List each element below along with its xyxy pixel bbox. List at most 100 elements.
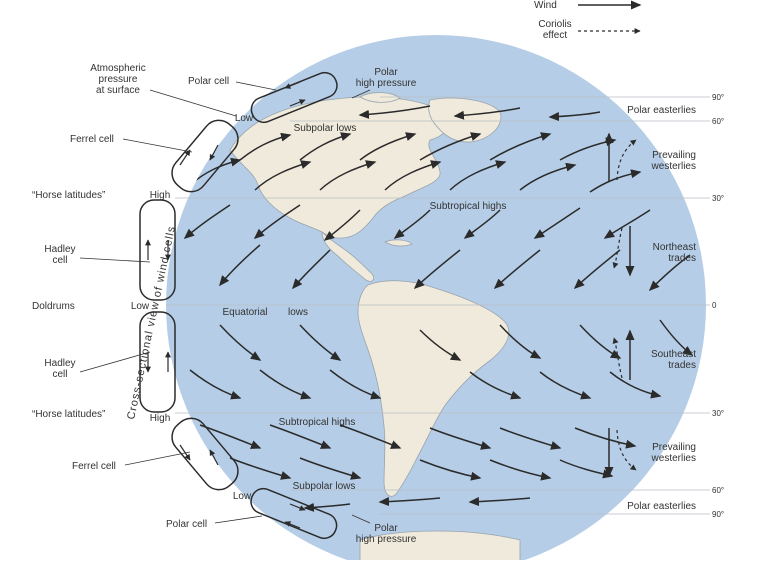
wind-arrow-s-westerly <box>489 459 552 481</box>
low-equator-label: Low <box>131 301 150 312</box>
wind-arrow-s-polar-easterly <box>378 497 441 507</box>
wind-arrow-s-westerly <box>499 427 562 450</box>
wind-arrow-se-trade <box>609 371 662 399</box>
wind-arrow-ne-trade <box>573 249 621 290</box>
wind-arrow-ne-trade <box>292 249 331 290</box>
wind-arrow-ne-trade <box>463 209 501 239</box>
wind-arrow-ne-trade <box>253 204 301 239</box>
belt-indicator-arrows <box>604 132 637 478</box>
wind-arrow-westerly <box>239 132 292 161</box>
wind-arrow-s-westerly <box>419 459 482 481</box>
wind-arrow-se-trade <box>469 371 522 400</box>
doldrums-label: Doldrums <box>32 301 75 312</box>
wind-arrow-s-westerly <box>269 424 332 449</box>
wind-arrow-s-westerly <box>574 427 637 449</box>
equatorial-label: Equatorial <box>222 307 267 318</box>
polar-high-leader-bottom <box>351 514 371 524</box>
high-top-label: High <box>150 190 171 201</box>
wind-arrow-ne-trade <box>533 207 581 239</box>
wind-arrow-westerly <box>519 162 577 191</box>
subpolar-lows-top-label: Subpolar lows <box>294 123 357 134</box>
lat-label-s90: 90° <box>712 510 724 519</box>
polar-easterlies-s-label: Polar easterlies <box>627 501 696 512</box>
wind-arrow-s-westerly <box>229 457 292 480</box>
westerlies-n-coriolis-arrow <box>616 139 637 181</box>
wind-arrow-westerly <box>384 160 442 191</box>
central-america-landmass <box>321 231 374 282</box>
latitude-labels: 90° 60° 30° 0 30° 60° 90° <box>712 93 724 519</box>
wind-arrow-se-trade <box>419 329 462 361</box>
wind-arrow-se-trade <box>659 319 694 356</box>
wind-arrows <box>183 105 694 512</box>
wind-arrow-polar-easterly <box>548 111 601 122</box>
wind-arrow-se-trade <box>299 324 342 361</box>
wind-arrow-ne-trade <box>493 249 541 290</box>
horse-latitudes-bottom-label: “Horse latitudes” <box>32 409 105 420</box>
wind-arrow-se-trade <box>499 324 542 359</box>
wind-arrow-ne-trade <box>393 209 431 239</box>
caribbean-island <box>384 239 413 247</box>
latitude-lines <box>166 96 710 515</box>
legend-wind-label: Wind <box>534 0 557 11</box>
hadley-cell-top-loop <box>139 199 176 301</box>
subtropical-highs-bottom-label: Subtropical highs <box>279 417 356 428</box>
polar-high-leader-top <box>351 89 371 99</box>
ferrel-cell-bottom-label: Ferrel cell <box>72 461 116 472</box>
lat-label-n90: 90° <box>712 93 724 102</box>
wind-arrow-polar-easterly <box>358 105 431 119</box>
wind-arrow-s-westerly <box>299 457 362 480</box>
wind-arrow-se-trade <box>579 324 622 359</box>
polar-cell-top-label: Polar cell <box>188 76 229 87</box>
polar-easterlies-n-label: Polar easterlies <box>627 105 696 116</box>
antarctica-landmass <box>359 530 521 565</box>
wind-arrow-s-westerly <box>429 427 492 450</box>
wind-arrow-polar-easterly <box>453 107 521 120</box>
low-bottom-label: Low <box>233 491 252 502</box>
subpolar-lows-bottom-label: Subpolar lows <box>293 481 356 492</box>
ferrel-cell-top-label: Ferrel cell <box>70 134 114 145</box>
wind-arrow-se-trade <box>539 371 592 400</box>
cell-pressure-labels: Low High Low High Low <box>131 113 254 502</box>
wind-arrow-ne-trade <box>219 244 261 287</box>
wind-arrow-westerly <box>299 132 352 161</box>
wind-arrow-s-polar-easterly <box>303 502 351 512</box>
wind-arrow-se-trade <box>219 324 262 361</box>
low-top-label: Low <box>235 113 254 124</box>
polar-cell-bottom-label: Polar cell <box>166 519 207 530</box>
ferrel-cell-bottom-loop <box>171 417 239 491</box>
wind-arrow-westerly <box>319 160 377 191</box>
lows-label: lows <box>288 307 308 318</box>
cell-flow-arrows <box>145 81 306 529</box>
lat-label-n60: 60° <box>712 117 724 126</box>
wind-arrow-westerly <box>254 160 312 191</box>
horse-latitudes-top-label: “Horse latitudes” <box>32 190 105 201</box>
subtropical-highs-top-label: Subtropical highs <box>430 201 507 212</box>
wind-arrow-ne-trade <box>323 209 361 241</box>
lat-label-s60: 60° <box>712 486 724 495</box>
lat-label-s30: 30° <box>712 409 724 418</box>
wind-arrow-ne-trade <box>183 204 231 239</box>
lat-label-n30: 30° <box>712 194 724 203</box>
lat-label-eq: 0 <box>712 301 717 310</box>
wind-arrow-se-trade <box>189 369 242 400</box>
high-bottom-label: High <box>150 413 171 424</box>
se-trades-coriolis-arrow <box>612 337 623 379</box>
wind-arrow-westerly <box>489 132 552 161</box>
hadley-cell-bottom-loop <box>139 311 176 413</box>
ne-trades-coriolis-arrow <box>612 227 623 269</box>
wind-arrow-westerly <box>449 160 507 191</box>
wind-arrow-westerly <box>359 132 417 161</box>
